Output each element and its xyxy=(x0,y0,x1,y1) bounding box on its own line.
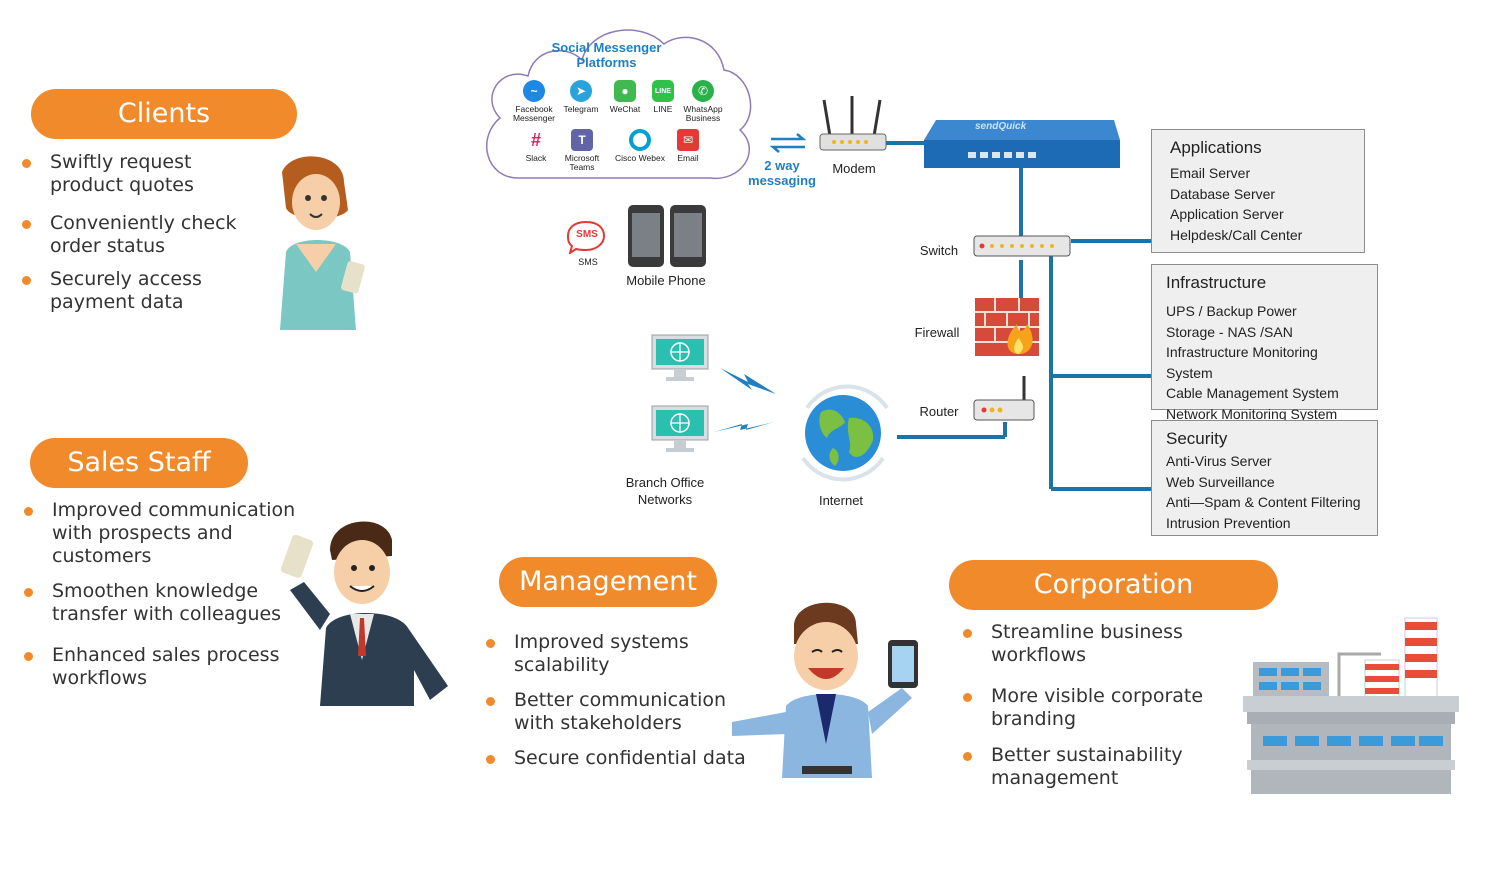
teams-icon: T xyxy=(571,129,593,151)
corporation-benefits: Streamline business workflows More visib… xyxy=(963,621,1283,790)
mobile-phone-label: Mobile Phone xyxy=(626,273,706,288)
sales-benefits: Improved communication with prospects an… xyxy=(24,499,299,690)
infrastructure-title: Infrastructure xyxy=(1166,273,1267,292)
telegram-app: ➤ Telegram xyxy=(554,80,608,114)
slack-icon: # xyxy=(525,129,547,151)
cisco-webex-app: Cisco Webex xyxy=(613,129,667,163)
list-item: Email Server xyxy=(1170,165,1251,181)
list-item: UPS / Backup Power xyxy=(1166,303,1297,319)
slack-app: # Slack xyxy=(525,129,547,163)
device-brand-label: sendQuick xyxy=(975,121,1027,132)
list-item: Streamline business workflows xyxy=(963,621,1283,667)
security-title: Security xyxy=(1166,429,1228,448)
whatsapp-business-app: ✆ WhatsApp Business xyxy=(676,80,730,123)
wechat-app: ● WeChat xyxy=(598,80,652,114)
infrastructure-box: Infrastructure UPS / Backup Power Storag… xyxy=(1151,264,1378,422)
firewall-icon xyxy=(975,298,1039,356)
internet-label: Internet xyxy=(818,493,864,508)
branch-monitor-icon xyxy=(651,405,709,452)
list-item: Application Server xyxy=(1170,206,1284,222)
list-item: Storage - NAS /SAN xyxy=(1166,323,1293,340)
router-icon xyxy=(973,376,1035,421)
line-icon: LINE xyxy=(652,80,674,102)
sms-bubble-text: SMS xyxy=(576,229,598,240)
sales-staff-pill: Sales Staff xyxy=(30,438,248,488)
list-item: Better communication with stakeholders xyxy=(486,689,756,735)
branch-office-label: Branch Office Networks xyxy=(625,475,705,507)
list-item: Improved systems scalability xyxy=(486,631,756,677)
line-app: LINE LINE xyxy=(636,80,690,114)
security-box: Security Anti-Virus Server Web Surveilla… xyxy=(1151,420,1378,536)
email-icon: ✉ xyxy=(677,129,699,151)
list-item: Anti-Virus Server xyxy=(1166,453,1272,469)
client-woman-illustration xyxy=(280,156,365,330)
corporation-pill: Corporation xyxy=(949,560,1278,610)
two-way-arrows-icon xyxy=(769,133,807,153)
two-way-messaging-label: 2 way messaging xyxy=(748,158,816,188)
list-item: Web Surveillance xyxy=(1166,473,1275,490)
facebook-messenger-app: ~ Facebook Messenger xyxy=(507,80,561,123)
management-benefits: Improved systems scalability Better comm… xyxy=(486,631,756,770)
microsoft-teams-app: T Microsoft Teams xyxy=(555,129,609,172)
list-item: Enhanced sales process workflows xyxy=(24,644,299,690)
list-item: Secure confidential data xyxy=(486,747,756,770)
sendquick-appliance xyxy=(924,120,1120,168)
modem-icon xyxy=(819,96,887,151)
list-item: Network Monitoring System xyxy=(1166,405,1338,422)
internet-globe-icon xyxy=(801,384,889,482)
webex-icon xyxy=(629,129,651,151)
list-item: Securely access payment data xyxy=(22,268,262,314)
branch-monitor-icon xyxy=(651,334,709,381)
list-item: Improved communication with prospects an… xyxy=(24,499,299,568)
sales-man-illustration xyxy=(280,521,448,706)
list-item: Intrusion Prevention xyxy=(1166,514,1291,531)
whatsapp-icon: ✆ xyxy=(692,80,714,102)
messenger-icon: ~ xyxy=(523,80,545,102)
router-label: Router xyxy=(919,404,959,419)
list-item: Helpdesk/Call Center xyxy=(1170,226,1303,243)
list-item: Infrastructure Monitoring System xyxy=(1166,344,1318,381)
applications-box: Applications Email Server Database Serve… xyxy=(1151,129,1365,253)
sms-bubble-icon xyxy=(566,220,606,254)
factory-illustration xyxy=(1243,617,1459,794)
telegram-icon: ➤ xyxy=(570,80,592,102)
list-item: Anti—Spam & Content Filtering xyxy=(1166,494,1361,510)
wireless-bolt-icon xyxy=(720,368,776,394)
email-app: ✉ Email xyxy=(661,129,715,163)
cloud-title: Social Messenger Platforms xyxy=(551,40,662,70)
switch-icon xyxy=(973,235,1071,257)
list-item: Swiftly request product quotes xyxy=(22,151,262,197)
list-item: Cable Management System xyxy=(1166,385,1339,401)
list-item: Conveniently check order status xyxy=(22,212,262,258)
wireless-bolt-icon xyxy=(714,422,774,432)
mobile-phone-icon xyxy=(628,205,706,267)
clients-benefits: Swiftly request product quotes Convenien… xyxy=(22,151,262,314)
management-pill: Management xyxy=(499,557,717,607)
sms-label: SMS xyxy=(578,257,598,267)
firewall-label: Firewall xyxy=(914,325,960,340)
applications-title: Applications xyxy=(1170,138,1262,157)
switch-label: Switch xyxy=(919,243,959,258)
list-item: Smoothen knowledge transfer with colleag… xyxy=(24,580,299,626)
modem-label: Modem xyxy=(832,161,876,176)
list-item: More visible corporate branding xyxy=(963,685,1283,731)
list-item: Better sustainability management xyxy=(963,744,1283,790)
clients-pill: Clients xyxy=(31,89,297,139)
wechat-icon: ● xyxy=(614,80,636,102)
list-item: Database Server xyxy=(1170,185,1276,202)
manager-illustration xyxy=(732,602,918,778)
